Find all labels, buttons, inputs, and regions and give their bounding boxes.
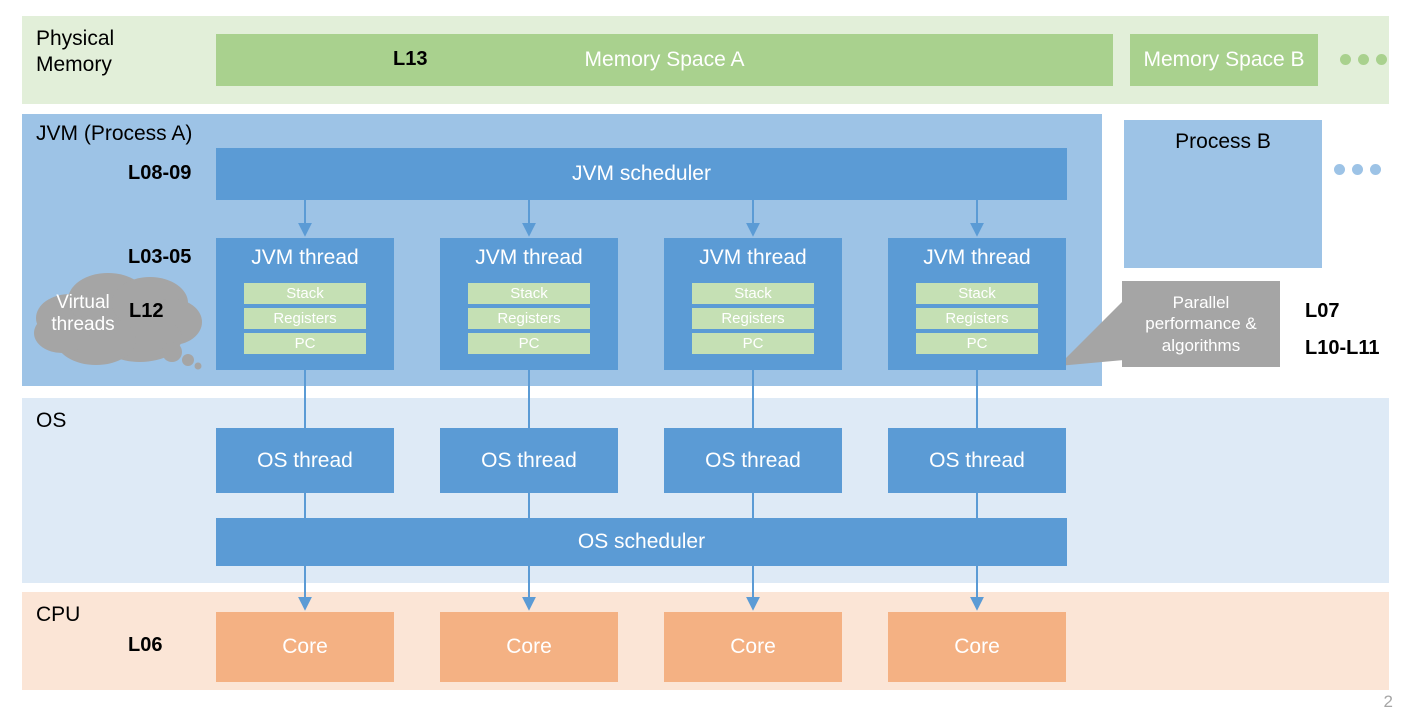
jvm-thread-slot-pc: PC <box>468 333 590 354</box>
jvm-thread-box: JVM thread Stack Registers PC <box>440 238 618 370</box>
page-number: 2 <box>1383 692 1393 711</box>
os-thread-box: OS thread <box>216 428 394 493</box>
jvm-thread-slot-stack: Stack <box>244 283 366 304</box>
cpu-core-box: Core <box>664 612 842 682</box>
jvm-thread-slot-registers: Registers <box>916 308 1038 329</box>
jvm-thread-slot-pc: PC <box>692 333 814 354</box>
jvm-thread-slot-registers: Registers <box>244 308 366 329</box>
lecture-tag-core: L06 <box>128 634 163 656</box>
label-os: OS <box>36 409 67 432</box>
jvm-thread-title: JVM thread <box>475 246 583 269</box>
jvm-thread-title: JVM thread <box>699 246 807 269</box>
jvm-thread-slot-pc: PC <box>244 333 366 354</box>
jvm-thread-slot-stack: Stack <box>916 283 1038 304</box>
jvm-thread-slot-registers: Registers <box>692 308 814 329</box>
jvm-thread-box: JVM thread Stack Registers PC <box>888 238 1066 370</box>
os-thread-box: OS thread <box>440 428 618 493</box>
lecture-tag-parallel-1: L07 <box>1305 300 1340 322</box>
memory-more-dots-icon <box>1340 54 1387 65</box>
jvm-thread-slot-registers: Registers <box>468 308 590 329</box>
os-scheduler-box: OS scheduler <box>216 518 1067 566</box>
jvm-thread-box: JVM thread Stack Registers PC <box>664 238 842 370</box>
jvm-scheduler-box: JVM scheduler <box>216 148 1067 200</box>
lecture-tag-parallel-2: L10-L11 <box>1305 337 1380 359</box>
lecture-tag-virtual-threads: L12 <box>129 300 164 322</box>
label-jvm: JVM (Process A) <box>36 122 193 145</box>
cpu-core-box: Core <box>440 612 618 682</box>
virtual-threads-cloud <box>34 273 202 370</box>
jvm-thread-title: JVM thread <box>923 246 1031 269</box>
lecture-tag-threads: L03-05 <box>128 246 192 268</box>
jvm-thread-slot-pc: PC <box>916 333 1038 354</box>
jvm-thread-box: JVM thread Stack Registers PC <box>216 238 394 370</box>
jvm-thread-title: JVM thread <box>251 246 359 269</box>
lecture-tag-memory: L13 <box>393 48 428 70</box>
cpu-core-box: Core <box>216 612 394 682</box>
os-thread-box: OS thread <box>664 428 842 493</box>
memory-space-a-box: Memory Space A <box>216 34 1113 86</box>
parallel-performance-callout: Parallel performance & algorithms <box>1122 281 1280 367</box>
lecture-tag-scheduler: L08-09 <box>128 162 192 184</box>
cpu-core-box: Core <box>888 612 1066 682</box>
process-more-dots-icon <box>1334 164 1381 175</box>
jvm-thread-slot-stack: Stack <box>692 283 814 304</box>
os-thread-box: OS thread <box>888 428 1066 493</box>
process-b-box: Process B <box>1124 120 1322 268</box>
memory-space-b-box: Memory Space B <box>1130 34 1318 86</box>
label-cpu: CPU <box>36 603 81 626</box>
jvm-thread-slot-stack: Stack <box>468 283 590 304</box>
label-physical-memory: Physical Memory <box>36 27 115 76</box>
virtual-threads-label: Virtual threads <box>51 292 115 336</box>
